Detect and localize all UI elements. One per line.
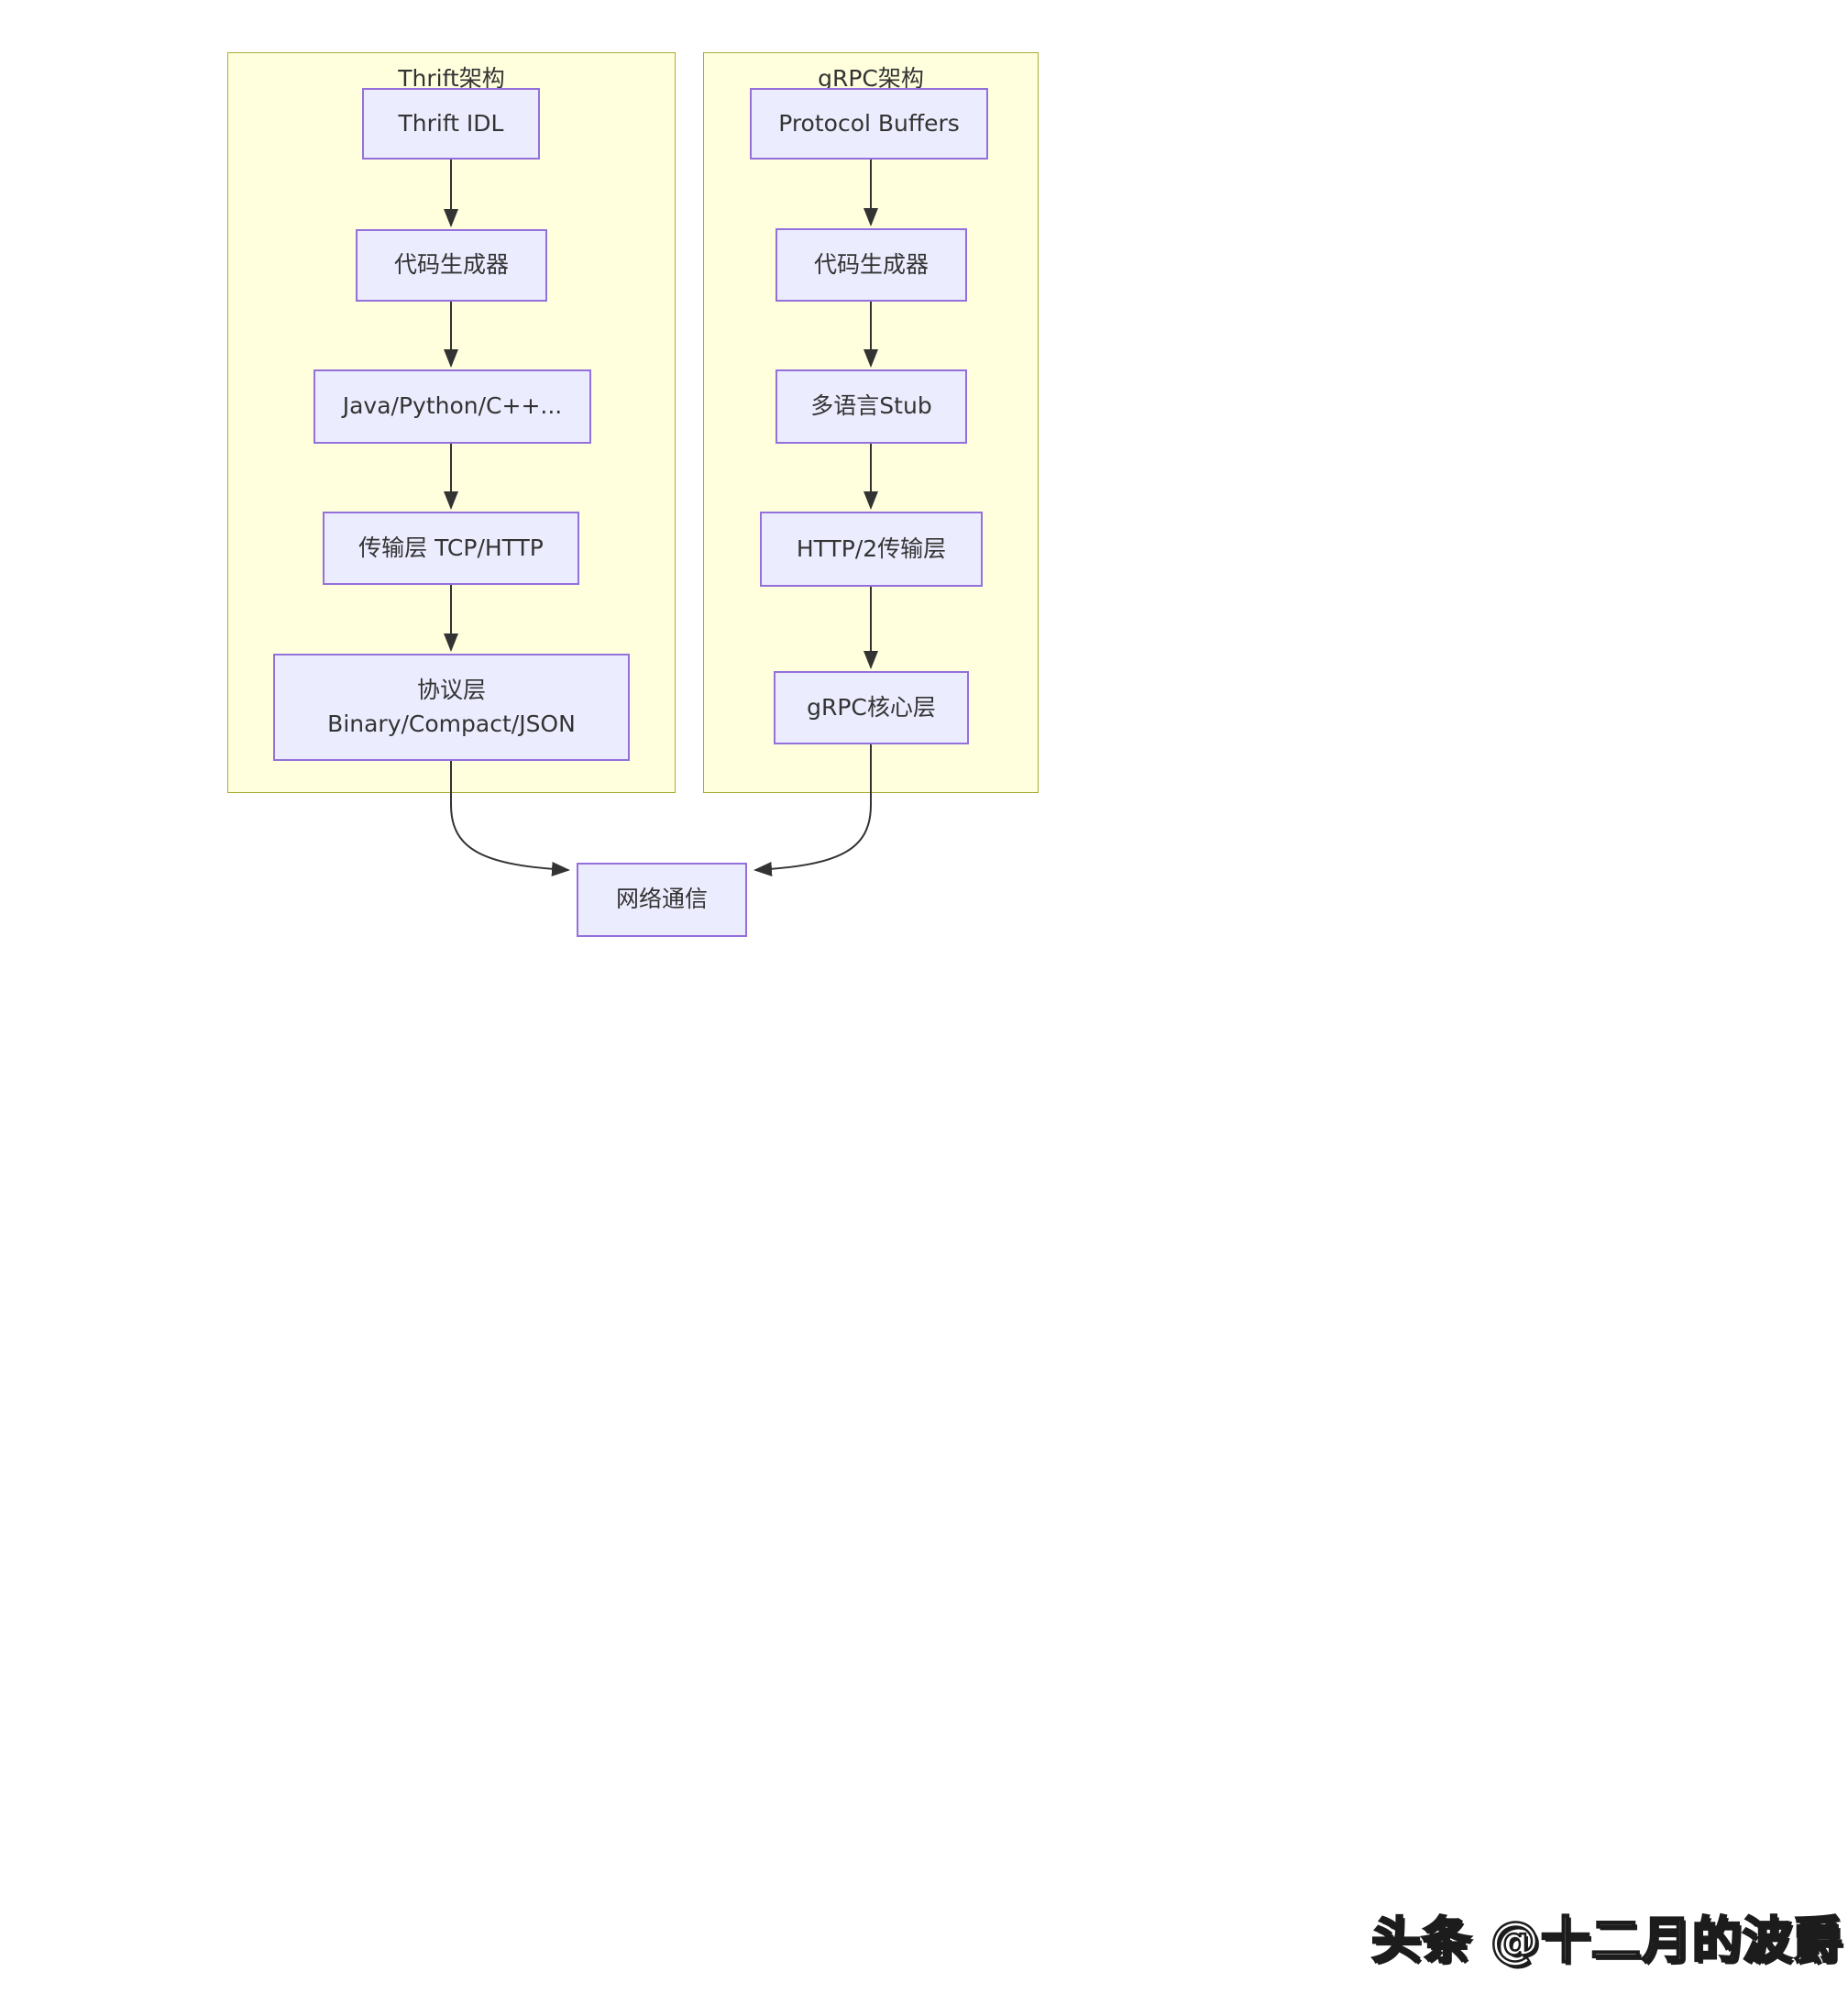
node-thrift-languages: Java/Python/C++... xyxy=(314,369,591,444)
node-http2-transport-layer: HTTP/2传输层 xyxy=(760,512,983,587)
node-label: HTTP/2传输层 xyxy=(796,534,947,562)
node-label: gRPC核心层 xyxy=(807,693,936,721)
node-multilang-stub: 多语言Stub xyxy=(776,369,967,444)
node-label: Protocol Buffers xyxy=(778,109,960,137)
panel-title-grpc: gRPC架构 xyxy=(818,65,924,92)
node-label: 代码生成器 xyxy=(813,250,929,278)
node-grpc-core-layer: gRPC核心层 xyxy=(774,671,969,744)
node-label-line1: 协议层 xyxy=(416,677,486,704)
node-thrift-transport-layer: 传输层 TCP/HTTP xyxy=(323,512,579,585)
node-label: 代码生成器 xyxy=(393,251,509,279)
node-thrift-idl: Thrift IDL xyxy=(362,88,540,160)
node-label: Java/Python/C++... xyxy=(342,392,563,420)
toutiao-watermark: 头条 @十二月的波爵 xyxy=(1370,1911,1843,1971)
node-grpc-code-generator: 代码生成器 xyxy=(776,228,967,302)
panel-title-thrift: Thrift架构 xyxy=(398,65,505,92)
node-protocol-buffers: Protocol Buffers xyxy=(750,88,988,160)
node-label: 网络通信 xyxy=(615,886,708,913)
node-network-communication: 网络通信 xyxy=(577,863,747,937)
node-label: 多语言Stub xyxy=(810,392,932,420)
node-thrift-code-generator: 代码生成器 xyxy=(356,229,547,302)
node-label: Thrift IDL xyxy=(398,109,504,137)
node-label-line2: Binary/Compact/JSON xyxy=(327,710,576,737)
node-thrift-protocol-layer: 协议层 Binary/Compact/JSON xyxy=(273,654,630,761)
node-label: 传输层 TCP/HTTP xyxy=(358,534,544,561)
